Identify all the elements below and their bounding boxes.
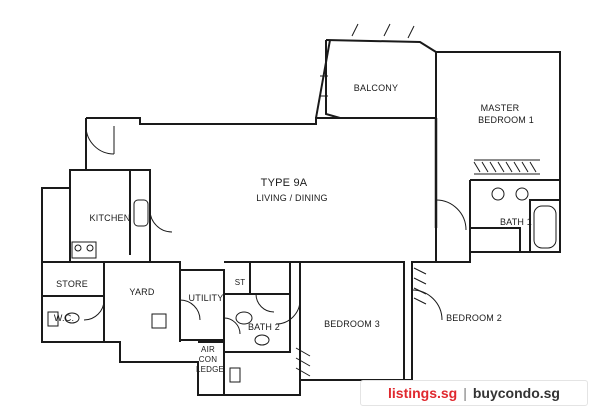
aircon-ledge-label-line1: AIR <box>201 345 215 354</box>
master-bedroom-label-line2: BEDROOM 1 <box>478 115 534 125</box>
watermark-site2: buycondo.sg <box>472 385 560 401</box>
bath1-label: BATH 1 <box>499 217 533 227</box>
bedroom3-label: BEDROOM 3 <box>324 319 380 329</box>
living-dining-label: LIVING / DINING <box>256 193 328 203</box>
utility-label: UTILITY <box>188 293 224 303</box>
store-label: STORE <box>56 279 88 289</box>
watermark-banner: listings.sg | buycondo.sg <box>360 380 588 406</box>
yard-label: YARD <box>129 287 155 297</box>
st-label: ST <box>234 278 246 287</box>
aircon-ledge-label-line2: CON <box>198 355 218 364</box>
type-title: TYPE 9A <box>260 177 308 189</box>
bedroom2-label: BEDROOM 2 <box>446 313 502 323</box>
kitchen-label: KITCHEN <box>89 213 131 223</box>
balcony-label: BALCONY <box>353 83 399 93</box>
master-bedroom-label-line1: MASTER <box>480 103 520 113</box>
wc-label: W.C. <box>53 313 75 323</box>
watermark-separator: | <box>463 385 467 401</box>
aircon-ledge-label-line3: LEDGE <box>195 365 225 374</box>
bath2-label: BATH 2 <box>247 322 281 332</box>
watermark-site1: listings.sg <box>388 385 458 401</box>
